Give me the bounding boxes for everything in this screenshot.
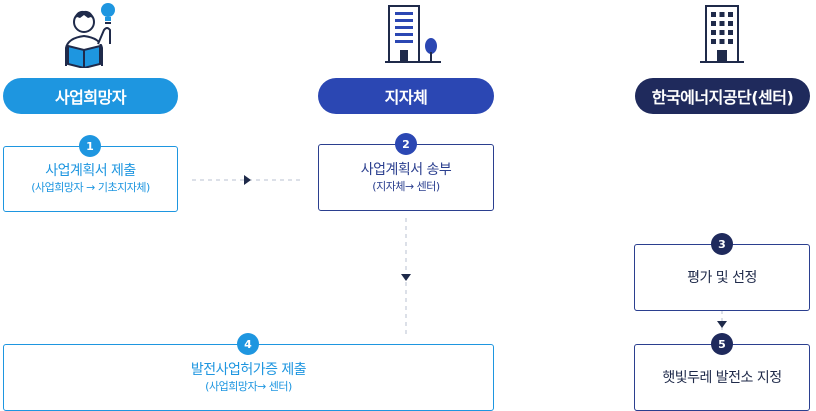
step-2-box: 사업계획서 송부 (지자체→ 센터) bbox=[318, 144, 494, 211]
step-1-title: 사업계획서 제출 bbox=[45, 163, 136, 179]
step-5-number: 5 bbox=[711, 333, 733, 355]
arrow-right-icon bbox=[244, 175, 251, 185]
step-2-title: 사업계획서 송부 bbox=[360, 161, 452, 178]
step-3-box: 평가 및 선정 bbox=[634, 244, 810, 311]
step-1-subtitle: (사업희망자 → 기초지자체) bbox=[31, 181, 150, 194]
step-4-number: 4 bbox=[237, 333, 259, 355]
step-1-box: 사업계획서 제출 (사업희망자 → 기초지자체) bbox=[3, 146, 178, 212]
person-reading-icon bbox=[65, 3, 115, 68]
column-header-energy-agency: 한국에너지공단(센터) bbox=[635, 78, 810, 114]
step-4-title: 발전사업허가증 제출 bbox=[190, 361, 307, 378]
step-2-subtitle: (지자체→ 센터) bbox=[372, 179, 440, 193]
step-4-subtitle: (사업희망자→ 센터) bbox=[205, 379, 292, 393]
arrow-down-icon-2 bbox=[717, 321, 727, 328]
step-5-box: 햇빛두레 발전소 지정 bbox=[634, 344, 810, 411]
office-building-icon bbox=[385, 5, 441, 63]
step-2-number: 2 bbox=[395, 133, 417, 155]
step-5-title: 햇빛두레 발전소 지정 bbox=[662, 369, 782, 386]
step-4-box: 발전사업허가증 제출 (사업희망자→ 센터) bbox=[3, 344, 494, 411]
tall-building-icon bbox=[700, 5, 744, 63]
step-1-number: 1 bbox=[79, 135, 101, 157]
arrow-down-icon bbox=[401, 274, 411, 281]
column-header-local-government: 지자체 bbox=[318, 78, 494, 114]
column-header-applicant: 사업희망자 bbox=[3, 78, 178, 114]
step-3-number: 3 bbox=[711, 233, 733, 255]
step-3-title: 평가 및 선정 bbox=[687, 269, 757, 286]
